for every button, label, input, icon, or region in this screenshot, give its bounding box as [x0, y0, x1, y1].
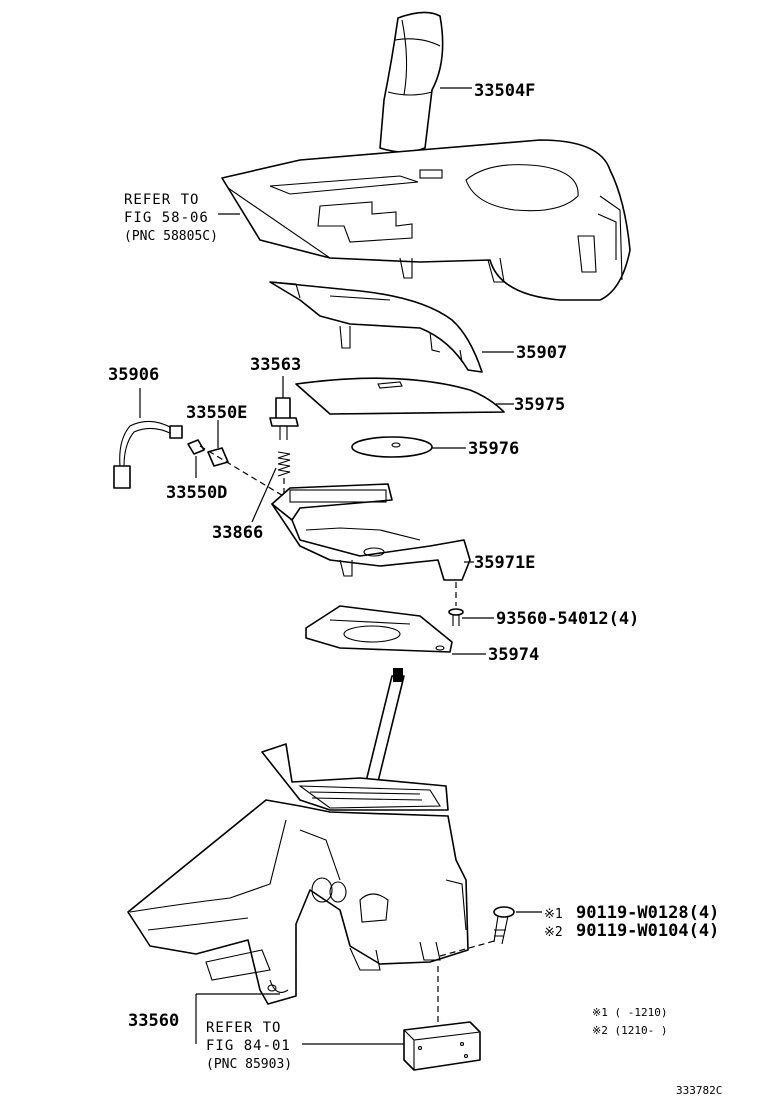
- label-bolt-2: 90119-W0104(4): [576, 921, 719, 941]
- label-35976: 35976: [468, 439, 519, 459]
- shift-lever-assembly: [127, 668, 469, 1005]
- switch-33563: [269, 397, 299, 440]
- label-ecu-refer-1: REFER TO: [206, 1020, 281, 1036]
- sensor-wire: [113, 388, 183, 489]
- label-bezel-refer-1: REFER TO: [124, 192, 199, 208]
- ecu-box: [403, 1021, 481, 1071]
- label-bolt-1: 90119-W0128(4): [576, 903, 719, 923]
- label-bolt-1-mark: ※1: [544, 907, 563, 922]
- indicator-housing: [269, 281, 483, 373]
- base-plate: [271, 483, 471, 581]
- label-35907: 35907: [516, 343, 567, 363]
- label-bolt-2-mark: ※2: [544, 925, 563, 940]
- disc: [351, 436, 433, 458]
- label-ecu-refer-3: (PNC 85903): [206, 1057, 292, 1072]
- console-bezel: [221, 139, 631, 301]
- bulb-33550d: [187, 439, 205, 455]
- label-bezel-refer-2: FIG 58-06: [124, 210, 209, 226]
- label-93560: 93560-54012(4): [496, 609, 639, 629]
- label-ecu-refer-2: FIG 84-01: [206, 1038, 291, 1054]
- label-35971e: 35971E: [474, 553, 535, 573]
- lower-plate: [305, 605, 453, 653]
- shift-knob: [379, 11, 444, 153]
- label-33504f: 33504F: [474, 81, 535, 101]
- label-35906: 35906: [108, 365, 159, 385]
- label-33563: 33563: [250, 355, 301, 375]
- screw: [448, 582, 464, 626]
- figure-id: 333782C: [676, 1084, 722, 1097]
- label-33550e: 33550E: [186, 403, 247, 423]
- label-33560: 33560: [128, 1011, 179, 1031]
- spring: [277, 451, 291, 477]
- note-2: ※2 (1210- ): [592, 1024, 667, 1037]
- label-35974: 35974: [488, 645, 539, 665]
- label-33550d: 33550D: [166, 483, 227, 503]
- label-35975: 35975: [514, 395, 565, 415]
- label-33866: 33866: [212, 523, 263, 543]
- bolt: [493, 906, 515, 945]
- slide-plate: [295, 377, 505, 415]
- label-bezel-refer-3: (PNC 58805C): [124, 229, 218, 244]
- note-1: ※1 ( -1210): [592, 1006, 667, 1019]
